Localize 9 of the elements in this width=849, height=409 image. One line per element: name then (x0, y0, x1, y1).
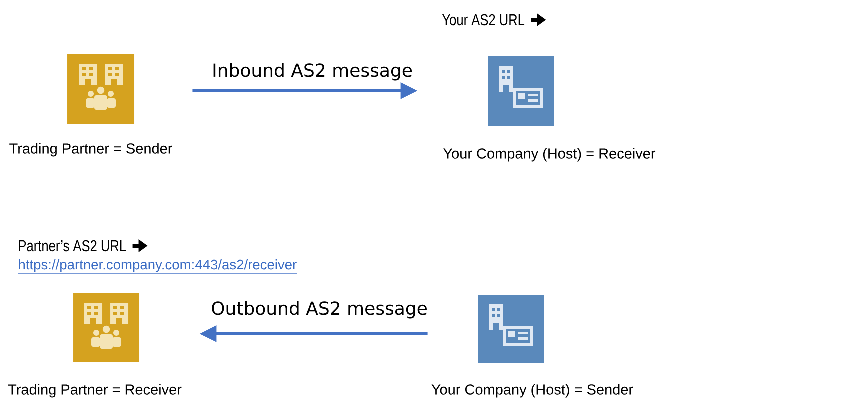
node-caption: Trading Partner = Receiver (8, 384, 182, 398)
node-caption: Your Company (Host) = Receiver (444, 148, 656, 162)
url-label: Partner’s AS2 URL (19, 240, 126, 252)
edge-label: Outbound AS2 message (212, 301, 427, 319)
hyperlink: https://partner.company.com:443/as2/receiver (18, 260, 298, 274)
node-caption: Your Company (Host) = Sender (432, 384, 634, 398)
url-label: Your AS2 URL (442, 14, 525, 26)
edge-label: Inbound AS2 message (214, 63, 412, 81)
node-caption: Trading Partner = Sender (10, 143, 172, 157)
